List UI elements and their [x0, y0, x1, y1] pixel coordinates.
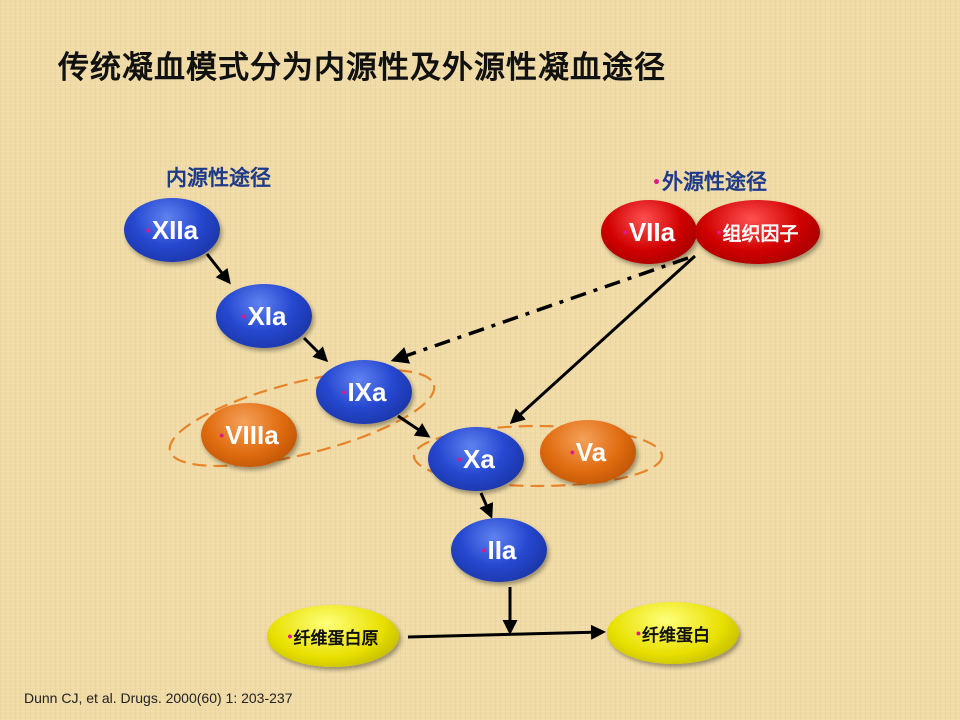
bullet-icon: • — [219, 427, 225, 443]
bullet-icon: • — [636, 625, 641, 641]
bullet-icon: • — [569, 444, 575, 460]
bullet-icon: • — [287, 628, 293, 644]
arrow-fibrinogen-to-fibrin — [407, 624, 606, 640]
node-viiia: •VIIIa — [201, 403, 297, 467]
citation: Dunn CJ, et al. Drugs. 2000(60) 1: 203-2… — [24, 690, 293, 706]
arrow-viia-to-xa — [509, 254, 697, 425]
node-xia-label: XIa — [247, 300, 287, 331]
page-title: 传统凝血模式分为内源性及外源性凝血途径 — [58, 50, 666, 86]
node-fibrinogen: •纤维蛋白原 — [267, 605, 399, 667]
node-xiia-label: XIIa — [151, 214, 199, 245]
node-iia: •IIa — [451, 518, 547, 582]
arrow-ixa-to-xa — [397, 414, 431, 438]
ixa-viiia-complex-outline — [168, 368, 436, 468]
bullet-icon: • — [145, 222, 151, 238]
extrinsic-pathway-text: 外源性途径 — [661, 170, 767, 194]
node-viia-label: VIIa — [628, 216, 676, 247]
bullet-icon: • — [241, 308, 247, 324]
bullet-icon: • — [457, 451, 463, 467]
node-ixa-label: IXa — [347, 376, 387, 407]
bullet-icon: • — [716, 224, 722, 240]
bullet-icon: • — [341, 384, 347, 400]
node-fibrin-label: 纤维蛋白 — [641, 625, 710, 645]
node-viiia-label: VIIIa — [225, 419, 279, 450]
extrinsic-pathway-label: •外源性途径 — [652, 166, 767, 196]
node-ixa: •IXa — [316, 360, 412, 424]
intrinsic-pathway-label: 内源性途径 — [166, 166, 271, 190]
node-va-label: Va — [575, 436, 607, 467]
node-viia: •VIIa — [601, 200, 697, 264]
bullet-icon: • — [652, 175, 661, 191]
arrow-viia-to-ixa-dashed — [390, 256, 689, 364]
node-xia: •XIa — [216, 284, 312, 348]
node-xa-label: Xa — [463, 443, 495, 474]
node-fibrin: •纤维蛋白 — [607, 602, 739, 664]
xa-va-complex-outline — [412, 424, 664, 488]
arrow-xiia-to-xia — [205, 253, 231, 285]
node-va: •Va — [540, 420, 636, 484]
node-xa: •Xa — [428, 427, 524, 491]
node-tissue-factor-label: 组织因子 — [722, 223, 799, 245]
node-xiia: •XIIa — [124, 198, 220, 262]
bullet-icon: • — [481, 542, 487, 558]
node-fibrinogen-label: 纤维蛋白原 — [293, 628, 379, 648]
node-iia-label: IIa — [487, 534, 517, 565]
arrow-xa-to-iia — [479, 492, 494, 519]
bullet-icon: • — [622, 224, 628, 240]
arrow-xia-to-ixa — [302, 336, 329, 363]
node-tissue-factor: •组织因子 — [695, 200, 820, 264]
